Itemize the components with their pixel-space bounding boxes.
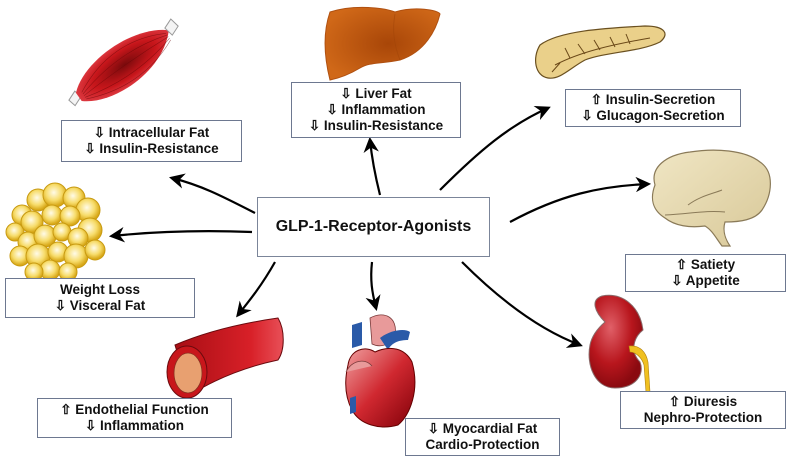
muscle-icon (68, 18, 179, 107)
effect-text: Visceral Fat (69, 298, 146, 313)
effect-text: Satiety (690, 257, 736, 272)
effect-text: Inflammation (100, 418, 185, 433)
decrease-arrow-icon: ⇩ (308, 118, 324, 133)
effect-box-adipose: Weight Loss⇩ Visceral Fat (5, 278, 195, 318)
decrease-arrow-icon: ⇩ (340, 86, 356, 101)
effect-box-brain: ⇧ Satiety⇩ Appetite (625, 254, 786, 292)
arrow-to-heart (365, 261, 381, 311)
glp1-center-box: GLP-1-Receptor-Agonists (257, 197, 490, 257)
effect-box-muscle: ⇩ Intracellular Fat⇩ Insulin-Resistance (61, 120, 242, 162)
arrow-to-kidney (461, 261, 583, 348)
effect-line: ⇧ Satiety (676, 257, 735, 273)
increase-arrow-icon: ⇧ (60, 402, 76, 417)
arrow-to-fat (108, 227, 253, 243)
effect-text: Glucagon-Secretion (596, 108, 725, 123)
arrow-to-pancreas (439, 106, 551, 191)
effect-line: Cardio-Protection (425, 437, 539, 453)
effect-line: ⇧ Endothelial Function (60, 402, 209, 418)
arrow-to-muscle (169, 173, 256, 214)
decrease-arrow-icon: ⇩ (84, 418, 101, 433)
kidney-icon (588, 294, 651, 393)
effect-line: ⇩ Intracellular Fat (94, 125, 210, 141)
effect-text: Insulin-Secretion (605, 92, 716, 107)
pancreas-icon (534, 25, 666, 79)
increase-arrow-icon: ⇧ (668, 394, 684, 409)
decrease-arrow-icon: ⇩ (93, 125, 109, 140)
effect-line: ⇩ Liver Fat (340, 86, 411, 102)
effect-line: Nephro-Protection (644, 410, 763, 426)
effect-text: Myocardial Fat (442, 421, 538, 436)
effect-line: ⇩ Visceral Fat (55, 298, 146, 314)
decrease-arrow-icon: ⇩ (84, 141, 100, 156)
effect-text: Cardio-Protection (425, 437, 540, 452)
effect-line: ⇩ Appetite (671, 273, 740, 289)
increase-arrow-icon: ⇧ (590, 92, 606, 107)
fat-cell (41, 204, 63, 226)
center-label: GLP-1-Receptor-Agonists (275, 218, 472, 235)
decrease-arrow-icon: ⇩ (326, 102, 342, 117)
effect-text: Intracellular Fat (108, 125, 210, 140)
fat-cell (84, 239, 106, 261)
heart-icon (345, 314, 416, 428)
effect-box-vessel: ⇧ Endothelial Function⇩ Inflammation (37, 398, 232, 438)
effect-line: ⇧ Diuresis (669, 394, 737, 410)
blood-vessel-icon (166, 317, 284, 399)
effect-text: Insulin-Resistance (99, 141, 219, 156)
effect-text: Insulin-Resistance (323, 118, 444, 133)
effect-box-liver: ⇩ Liver Fat⇩ Inflammation⇩ Insulin-Resis… (291, 82, 461, 138)
effect-line: ⇩ Inflammation (326, 102, 425, 118)
effect-text: Nephro-Protection (643, 410, 763, 425)
fat-cell (59, 205, 81, 227)
effect-line: Weight Loss (60, 282, 140, 298)
effect-line: ⇩ Insulin-Resistance (84, 141, 218, 157)
effect-text: Endothelial Function (75, 402, 209, 417)
effect-line: ⇩ Glucagon-Secretion (581, 108, 724, 124)
effect-text: Diuresis (683, 394, 738, 409)
effect-line: ⇧ Insulin-Secretion (591, 92, 716, 108)
connector-arrows (108, 106, 652, 348)
effect-text: Appetite (685, 273, 740, 288)
effect-text: Liver Fat (355, 86, 412, 101)
arrow-to-brain (509, 176, 652, 223)
decrease-arrow-icon: ⇩ (54, 298, 70, 313)
arrow-to-vessel (236, 261, 276, 318)
fat-cells-icon (5, 182, 106, 282)
liver-icon (324, 6, 441, 81)
effect-line: ⇩ Myocardial Fat (428, 421, 538, 437)
arrow-to-liver (363, 136, 382, 196)
decrease-arrow-icon: ⇩ (671, 273, 686, 288)
effect-text: Inflammation (341, 102, 426, 117)
effect-line: ⇩ Inflammation (85, 418, 184, 434)
decrease-arrow-icon: ⇩ (427, 421, 443, 436)
effect-box-pancreas: ⇧ Insulin-Secretion⇩ Glucagon-Secretion (565, 89, 741, 127)
decrease-arrow-icon: ⇩ (581, 108, 597, 123)
brain-icon (651, 149, 771, 247)
effect-line: ⇩ Insulin-Resistance (309, 118, 443, 134)
effect-text: Weight Loss (59, 282, 140, 297)
increase-arrow-icon: ⇧ (675, 257, 691, 272)
